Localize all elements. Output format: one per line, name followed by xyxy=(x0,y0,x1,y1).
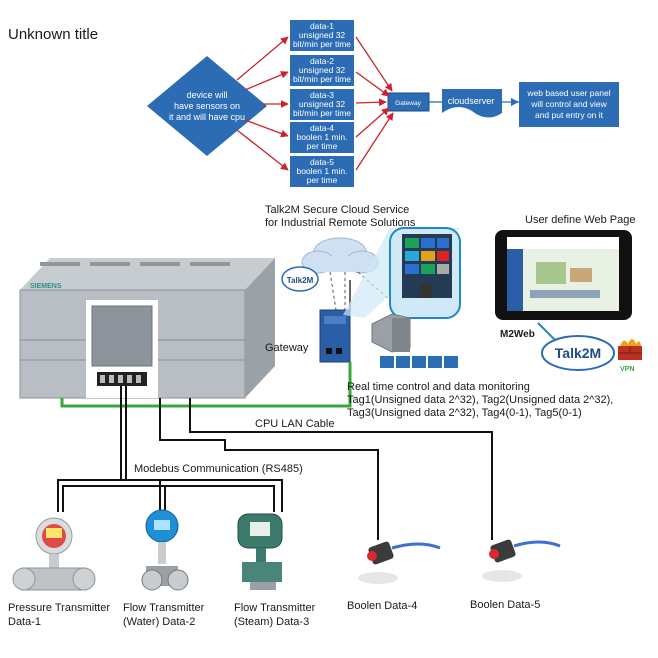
arrow-data4-gateway xyxy=(355,107,390,138)
cable-data5 xyxy=(189,398,493,540)
modbus-label: Modebus Communication (RS485) xyxy=(134,463,303,475)
flow-steam-icon xyxy=(237,513,283,590)
server-device xyxy=(371,313,411,353)
cloud-icon xyxy=(301,237,379,274)
data2-l3: bit/min per time xyxy=(293,74,351,84)
data5-l2: boolen 1 min. xyxy=(296,166,347,176)
device-line-2: have sensors on xyxy=(174,101,240,111)
arrow-data5-gateway xyxy=(355,112,394,171)
gateway-label: Gateway xyxy=(265,342,309,354)
tablet-device xyxy=(495,230,632,320)
vpn-label: VPN xyxy=(620,366,634,373)
svg-text:SIEMENS: SIEMENS xyxy=(30,283,62,290)
gateway-zoom xyxy=(389,227,461,319)
data-box-5 xyxy=(290,156,354,187)
realtime-l2: Tag1(Unsigned data 2^32), Tag2(Unsigned … xyxy=(347,394,614,406)
talk2m-badge-left: Talk2M xyxy=(281,266,319,292)
device-2-l1: Flow Transmitter xyxy=(123,602,205,614)
device-1-l1: Pressure Transmitter xyxy=(8,602,111,614)
data2-l2: unsigned 32 xyxy=(299,65,346,75)
data-box-3 xyxy=(290,89,354,120)
device-line-3: it and will have cpu xyxy=(169,112,245,122)
pressure-transmitter-icon xyxy=(12,517,96,591)
arrow-data2-gateway xyxy=(355,71,390,97)
device-2-l2: (Water) Data-2 xyxy=(123,616,196,628)
gateway-label: Gateway xyxy=(395,100,421,107)
arrow-device-data2 xyxy=(244,71,289,91)
data1-l2: unsigned 32 xyxy=(299,30,346,40)
m2web-label: M2Web xyxy=(500,329,535,340)
data5-l3: per time xyxy=(307,175,338,185)
device-1-l2: Data-1 xyxy=(8,616,42,628)
device-diamond xyxy=(147,56,267,156)
cloud-service-l2: for Industrial Remote Solutions xyxy=(265,217,416,229)
device-line-1: device will xyxy=(186,90,227,100)
talk2m-badge-right: Talk2M xyxy=(541,335,615,371)
arrow-device-data1 xyxy=(236,36,289,81)
arrow-device-data4 xyxy=(244,119,289,138)
data4-l1: data-4 xyxy=(310,123,334,133)
gateway-device xyxy=(319,280,351,363)
cloudserver-label: cloudserver xyxy=(448,96,495,106)
data2-l1: data-2 xyxy=(310,56,334,66)
data-box-4 xyxy=(290,122,354,153)
panel-l3: and put entry on it xyxy=(535,110,604,120)
data1-l1: data-1 xyxy=(310,21,334,31)
panel-l1: web based user panel xyxy=(526,88,610,98)
data5-l1: data-5 xyxy=(310,157,334,167)
data1-l3: bit/min per time xyxy=(293,39,351,49)
device-5-label: Boolen Data-5 xyxy=(470,599,541,611)
web-panel-box xyxy=(519,82,619,127)
boolen-sensor-4-icon xyxy=(358,541,441,584)
cloudserver-shape xyxy=(442,89,502,118)
device-3-l2: (Steam) Data-3 xyxy=(234,616,310,628)
flow-water-icon xyxy=(141,509,189,591)
arrow-data1-gateway xyxy=(355,36,393,92)
boolen-sensor-5-icon xyxy=(482,539,561,582)
device-4-label: Boolen Data-4 xyxy=(347,600,418,612)
industry-icons xyxy=(380,356,458,368)
svg-text:Talk2M: Talk2M xyxy=(287,276,314,285)
svg-text:Talk2M: Talk2M xyxy=(555,345,601,361)
plc-device: SIEMENS xyxy=(19,258,275,399)
cloud-service-l1: Talk2M Secure Cloud Service xyxy=(265,204,410,216)
data4-l2: boolen 1 min. xyxy=(296,132,347,142)
data3-l2: unsigned 32 xyxy=(299,99,346,109)
arrow-device-data5 xyxy=(236,129,289,171)
device-3-l1: Flow Transmitter xyxy=(234,602,316,614)
page-title: Unknown title xyxy=(8,26,99,43)
user-page-label: User define Web Page xyxy=(525,214,636,226)
realtime-l1: Real time control and data monitoring xyxy=(347,381,530,393)
data3-l3: bit/min per time xyxy=(293,108,351,118)
data4-l3: per time xyxy=(307,141,338,151)
data-box-1 xyxy=(290,20,354,51)
data-box-2 xyxy=(290,55,354,86)
panel-l2: will control and view xyxy=(530,99,607,109)
firewall-icon xyxy=(618,339,642,360)
cable-data4 xyxy=(159,398,379,540)
realtime-l3: Tag3(Unsigned data 2^32), Tag4(0-1), Tag… xyxy=(347,407,582,419)
arrow-data3-gateway xyxy=(355,98,387,107)
lan-cable-label: CPU LAN Cable xyxy=(255,418,335,430)
data3-l1: data-3 xyxy=(310,90,334,100)
lan-cable xyxy=(60,362,352,408)
